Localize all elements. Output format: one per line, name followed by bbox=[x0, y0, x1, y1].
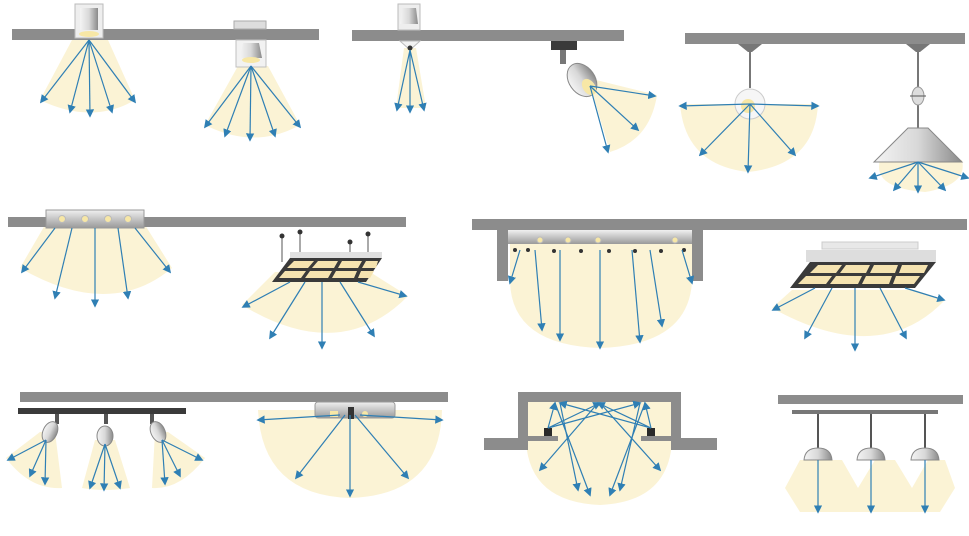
cove-left-wall bbox=[497, 230, 508, 281]
light-rays bbox=[256, 414, 444, 498]
light-rays bbox=[6, 439, 204, 492]
light-rays bbox=[394, 49, 427, 114]
fixture-surface-grid-panel bbox=[771, 241, 946, 352]
fixture-suspended-grid-panel bbox=[241, 229, 408, 350]
light-beam bbox=[20, 225, 172, 294]
ceiling-slab bbox=[20, 392, 448, 402]
ceiling-slab bbox=[685, 33, 965, 44]
linear-strip-icon bbox=[45, 209, 145, 229]
light-rays bbox=[868, 161, 969, 194]
grid-panel-icon bbox=[272, 229, 382, 282]
recessed-downlight-icon bbox=[74, 3, 104, 39]
narrow-spot-icon bbox=[397, 3, 422, 51]
light-rays bbox=[813, 460, 930, 514]
light-beam bbox=[6, 432, 62, 489]
fixture-multi-spot-track bbox=[6, 392, 448, 492]
fixture-surface-linear-strip bbox=[8, 209, 406, 308]
multi-spot-track-icon bbox=[18, 408, 186, 447]
light-rays bbox=[203, 65, 302, 142]
ceiling-slab bbox=[8, 217, 406, 227]
light-rays bbox=[20, 227, 172, 308]
light-beam bbox=[396, 48, 426, 108]
fixture-pendant-globe bbox=[678, 33, 965, 174]
light-rays bbox=[507, 249, 695, 350]
fixture-track-spotlight bbox=[551, 41, 657, 154]
ceiling-slab bbox=[12, 29, 319, 40]
light-rays bbox=[241, 281, 408, 350]
ceiling-slab bbox=[778, 395, 963, 404]
fixture-pendant-cone-reflector bbox=[868, 44, 969, 194]
fixture-recessed-cove-strip bbox=[472, 219, 967, 350]
pendant-cone-icon bbox=[872, 44, 964, 163]
light-beam bbox=[242, 272, 408, 333]
cylinder-downlight-icon bbox=[233, 20, 267, 68]
fixture-surface-cylinder-downlight bbox=[203, 20, 302, 142]
light-beam bbox=[205, 66, 300, 138]
light-rays bbox=[538, 400, 662, 497]
triple-pendant-icon bbox=[792, 410, 940, 461]
cove-right-wall bbox=[692, 230, 703, 281]
light-beam bbox=[785, 460, 955, 512]
fixture-recessed-downlight bbox=[12, 3, 319, 118]
fixture-triple-pendant-bar bbox=[778, 395, 963, 514]
track-spotlight-icon bbox=[551, 41, 598, 98]
ceiling-slab bbox=[472, 219, 967, 230]
light-beam bbox=[510, 242, 692, 348]
indirect-cove-icon bbox=[484, 392, 717, 450]
cove-strip-icon bbox=[508, 230, 692, 253]
light-beam bbox=[40, 40, 135, 113]
grid-panel-icon bbox=[790, 241, 936, 288]
light-rays bbox=[771, 287, 946, 352]
surface-linear-icon bbox=[314, 401, 396, 419]
fixture-narrow-beam-spot bbox=[352, 3, 624, 114]
light-beam bbox=[772, 290, 945, 337]
fixture-indirect-cove-uplight bbox=[484, 392, 717, 505]
fixture-ceiling-surface-linear bbox=[256, 401, 444, 498]
light-rays bbox=[678, 101, 820, 174]
ceiling-slab bbox=[352, 30, 624, 41]
light-rays bbox=[39, 39, 137, 118]
light-beam bbox=[526, 402, 672, 505]
light-rays bbox=[589, 85, 657, 154]
